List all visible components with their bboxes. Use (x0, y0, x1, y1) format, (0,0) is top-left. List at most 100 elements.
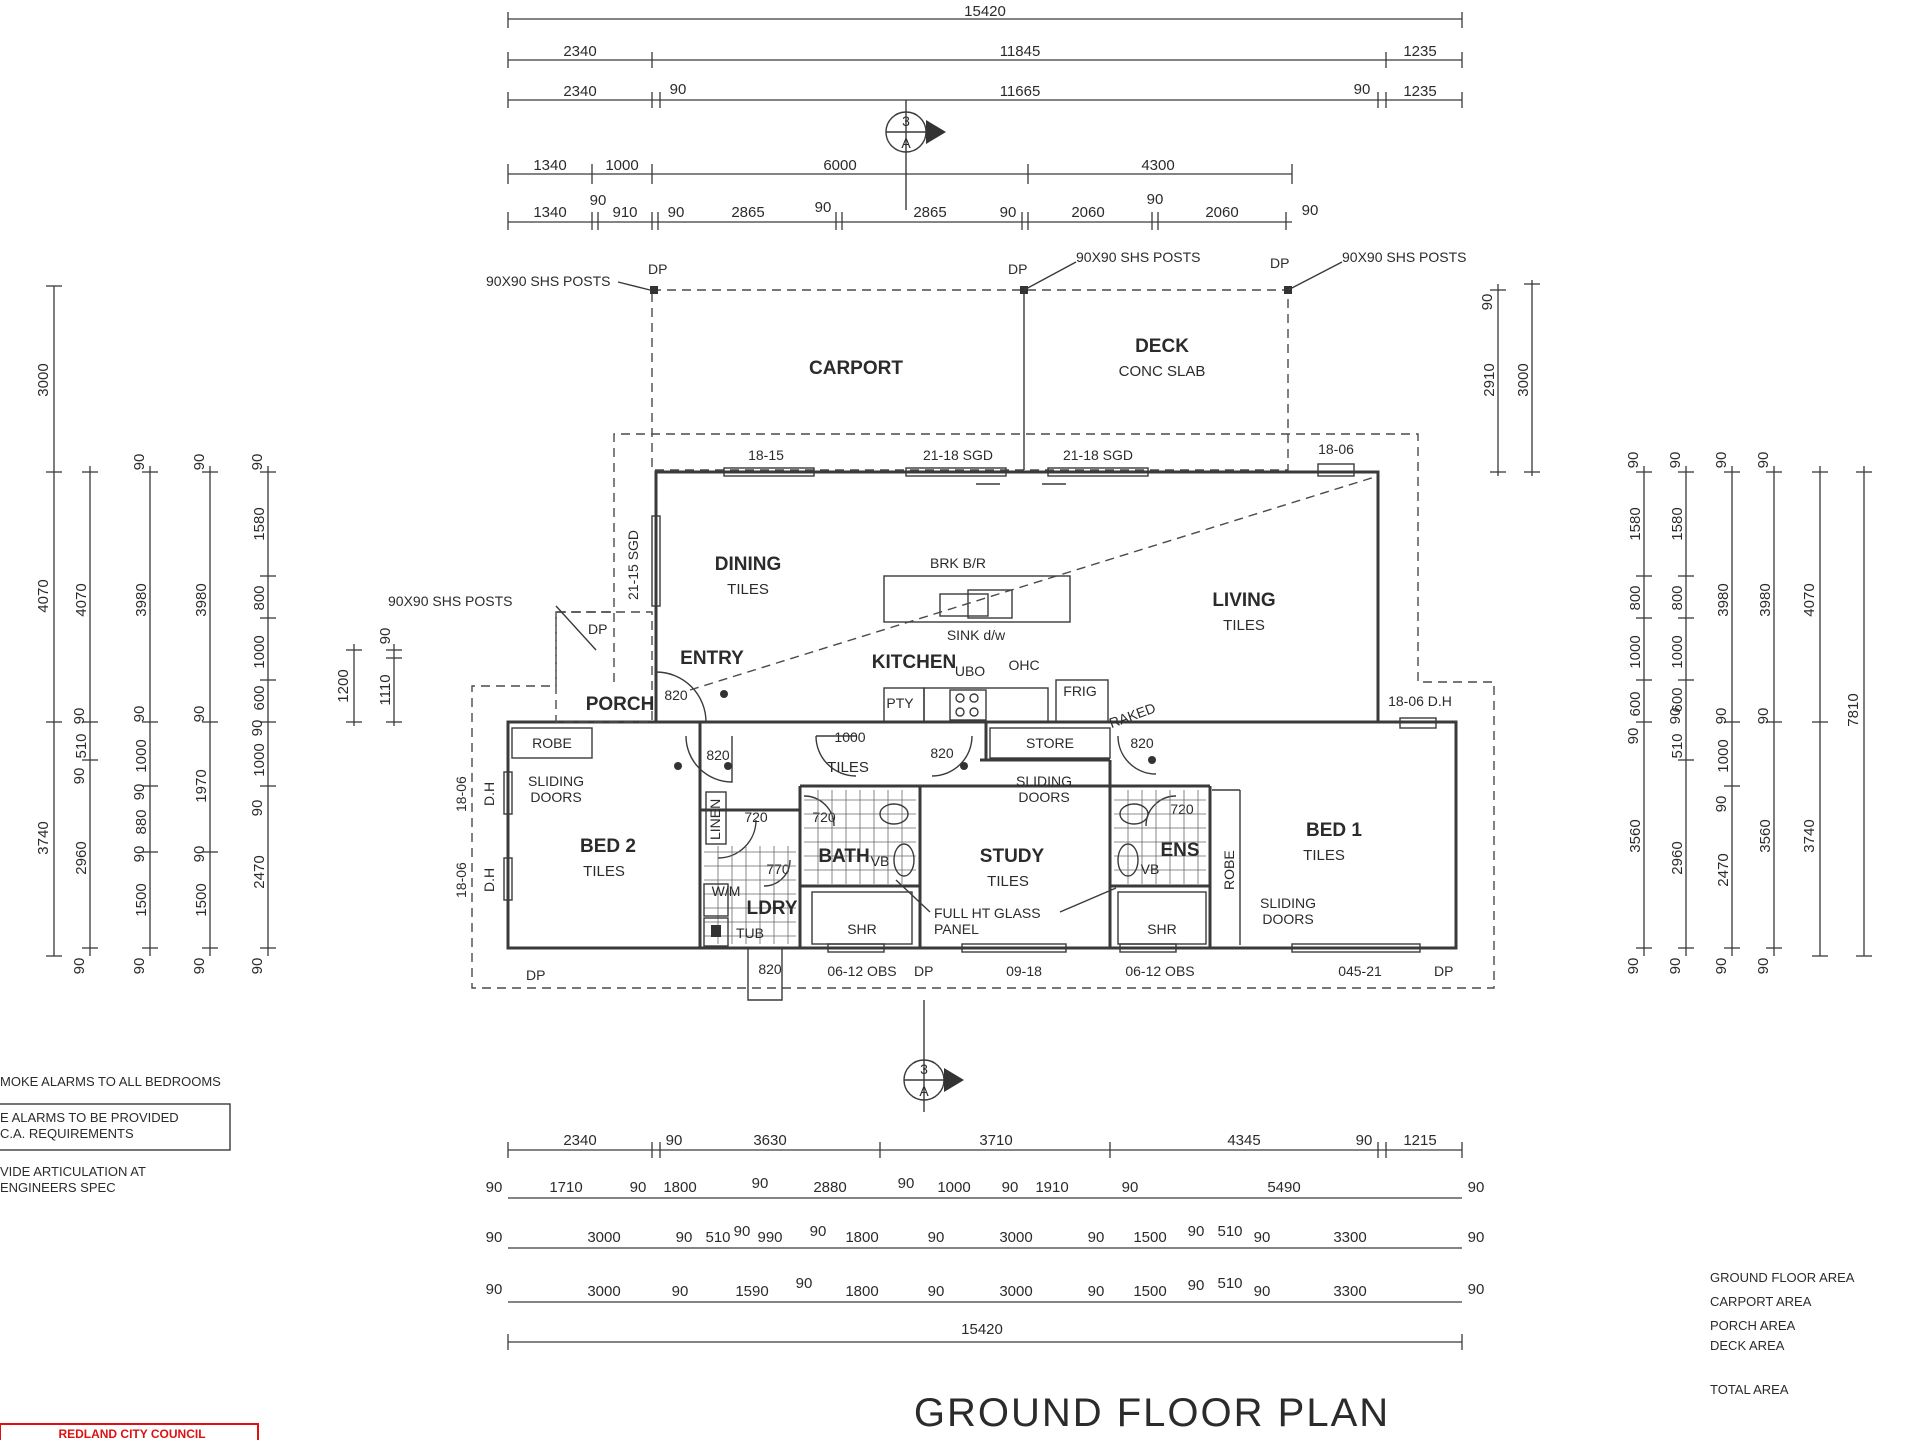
dim: 90 (1667, 452, 1684, 469)
note-alarms: C.A. REQUIREMENTS (0, 1126, 134, 1141)
window-label: 18-06 (453, 862, 469, 898)
dim: 6000 (823, 157, 856, 174)
label-posts: 90X90 SHS POSTS (388, 593, 513, 609)
dim: 90 (1088, 1283, 1105, 1300)
door-width: 720 (744, 809, 768, 825)
dim: 1500 (1133, 1229, 1166, 1246)
dim: 90 (1667, 958, 1684, 975)
room-bed2: BED 2 (580, 836, 636, 857)
label-wm: W/M (712, 883, 741, 899)
room-living: LIVING (1212, 590, 1275, 611)
door-width: 820 (758, 961, 782, 977)
label-posts: 90X90 SHS POSTS (1342, 249, 1467, 265)
label-dp: DP (914, 963, 933, 979)
label-posts: 90X90 SHS POSTS (1076, 249, 1201, 265)
label-ubo: UBO (955, 663, 985, 679)
dim: 2340 (563, 1132, 596, 1149)
section-letter: A (919, 1083, 929, 1099)
dim: 910 (612, 204, 637, 221)
area-label: GROUND FLOOR AREA (1710, 1270, 1855, 1285)
dim: 600 (1627, 691, 1644, 716)
dim: 90 (191, 958, 208, 975)
dim: 2880 (813, 1179, 846, 1196)
dim: 90 (131, 454, 148, 471)
label-robe: ROBE (532, 735, 572, 751)
window-label: 06-12 OBS (1125, 963, 1194, 979)
room-deck: DECK (1135, 336, 1189, 357)
dim: 1000 (605, 157, 638, 174)
dim: 90 (676, 1229, 693, 1246)
dim: 3000 (999, 1283, 1032, 1300)
dim: 90 (1088, 1229, 1105, 1246)
dim: 3000 (587, 1229, 620, 1246)
dim: 2960 (73, 841, 90, 874)
dim: 90 (1713, 452, 1730, 469)
dim: 3000 (999, 1229, 1032, 1246)
dim: 90 (734, 1223, 751, 1240)
window-label: 18-06 D.H (1388, 693, 1452, 709)
area-label: DECK AREA (1710, 1338, 1785, 1353)
dim: 2865 (913, 204, 946, 221)
dim: 3000 (587, 1283, 620, 1300)
dim: 510 (73, 733, 90, 758)
label-brk-br: BRK B/R (930, 555, 986, 571)
window-label: 21-18 SGD (1063, 447, 1133, 463)
dim: 1110 (377, 674, 394, 705)
dim: 90 (1147, 191, 1164, 208)
fixture-labels: BRK B/R SINK d/w UBO OHC PTY FRIG RAKED … (388, 555, 1316, 941)
dim: 90 (668, 204, 685, 221)
dim: 1000 (1627, 635, 1644, 668)
dim: 7810 (1845, 693, 1862, 726)
finish-hall: TILES (827, 759, 869, 776)
finish-study: TILES (987, 873, 1029, 890)
dim: 1500 (193, 883, 210, 916)
top-dim-total: 15420 (964, 3, 1006, 20)
door-width: 720 (1170, 801, 1194, 817)
note-articulation: ENGINEERS SPEC (0, 1180, 116, 1195)
dim: 1800 (845, 1229, 878, 1246)
room-labels: DINING TILES LIVING TILES ENTRY KITCHEN … (580, 554, 1362, 919)
door-width: 820 (1130, 735, 1154, 751)
dim: 90 (630, 1179, 647, 1196)
dim: 2470 (1715, 853, 1732, 886)
dim: 1000 (251, 635, 268, 668)
label-glass-panel: FULL HT GLASS (934, 905, 1041, 921)
dim: 800 (251, 585, 268, 610)
dim: 90 (1755, 452, 1772, 469)
dim: 90 (670, 81, 687, 98)
dim: 4070 (73, 583, 90, 616)
dim: 3980 (193, 583, 210, 616)
dim: 1200 (335, 669, 352, 702)
dim: 800 (1627, 585, 1644, 610)
dim: 2340 (563, 43, 596, 60)
dim: 1590 (735, 1283, 768, 1300)
window-label: D.H (481, 868, 497, 892)
dim: 90 (486, 1281, 503, 1298)
label-sliding-doors: SLIDING (528, 773, 584, 789)
dim: 90 (928, 1283, 945, 1300)
drawing-title: GROUND FLOOR PLAN (914, 1391, 1390, 1435)
dim: 90 (1625, 958, 1642, 975)
label-sliding-doors: DOORS (530, 789, 581, 805)
label-vb: VB (871, 853, 890, 869)
label-store: STORE (1026, 735, 1074, 751)
dim: 3980 (133, 583, 150, 616)
label-glass-panel: PANEL (934, 921, 979, 937)
dim: 90 (249, 958, 266, 975)
dim: 1910 (1035, 1179, 1068, 1196)
dim: 90 (1468, 1281, 1485, 1298)
window-label: 045-21 (1338, 963, 1382, 979)
dim: 90 (1625, 452, 1642, 469)
dim: 3740 (1801, 819, 1818, 852)
window-label: 21-18 SGD (923, 447, 993, 463)
dim: 90 (1625, 728, 1642, 745)
dim: 510 (1669, 733, 1686, 758)
dim: 90 (815, 199, 832, 216)
label-robe: ROBE (1221, 850, 1237, 890)
note-smoke-alarms: MOKE ALARMS TO ALL BEDROOMS (0, 1074, 221, 1089)
dim: 1580 (251, 507, 268, 540)
dim: 90 (1188, 1277, 1205, 1294)
dim: 1340 (533, 204, 566, 221)
dim: 90 (1479, 294, 1496, 311)
dim: 90 (1302, 202, 1319, 219)
